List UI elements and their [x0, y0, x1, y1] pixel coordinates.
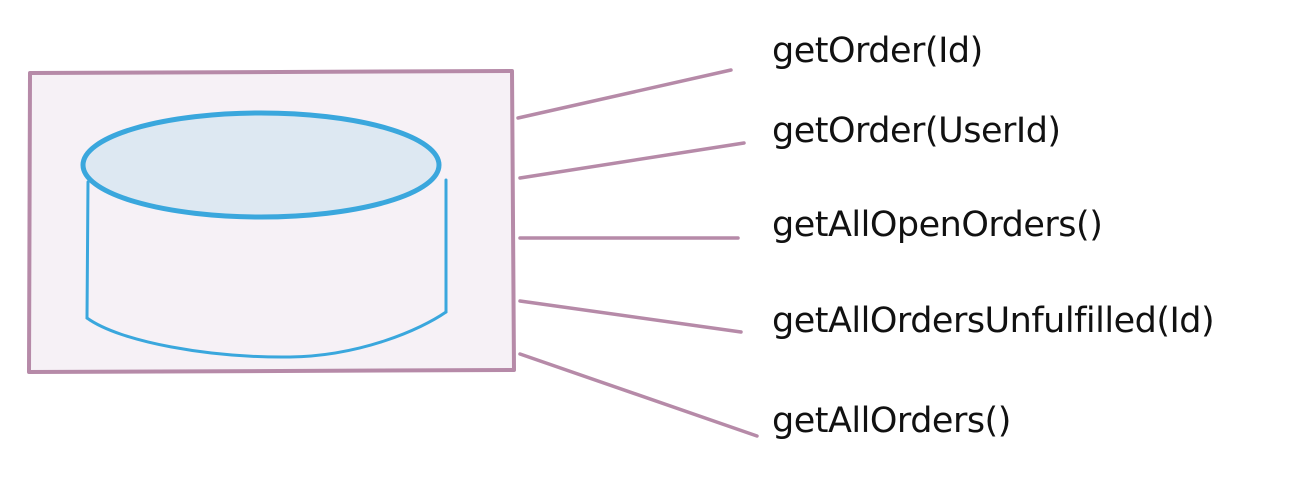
- cylinder-top: [80, 110, 442, 220]
- method-label-get-order-user-id: getOrder(UserId): [772, 111, 1061, 151]
- method-label-get-all-orders: getAllOrders(): [772, 401, 1011, 441]
- method-label-get-all-open-orders: getAllOpenOrders(): [772, 205, 1103, 245]
- connector-lines: [516, 68, 759, 438]
- cylinder-left-side: [85, 180, 90, 320]
- method-label-get-order-id: getOrder(Id): [772, 31, 983, 71]
- connector-line-1: [516, 68, 733, 120]
- connector-line-5: [518, 352, 759, 438]
- cylinder-bottom-curve: [85, 310, 448, 359]
- method-label-get-all-orders-unfulfilled: getAllOrdersUnfulfilled(Id): [772, 301, 1215, 341]
- connector-line-2: [518, 141, 746, 180]
- connector-line-4: [518, 299, 743, 334]
